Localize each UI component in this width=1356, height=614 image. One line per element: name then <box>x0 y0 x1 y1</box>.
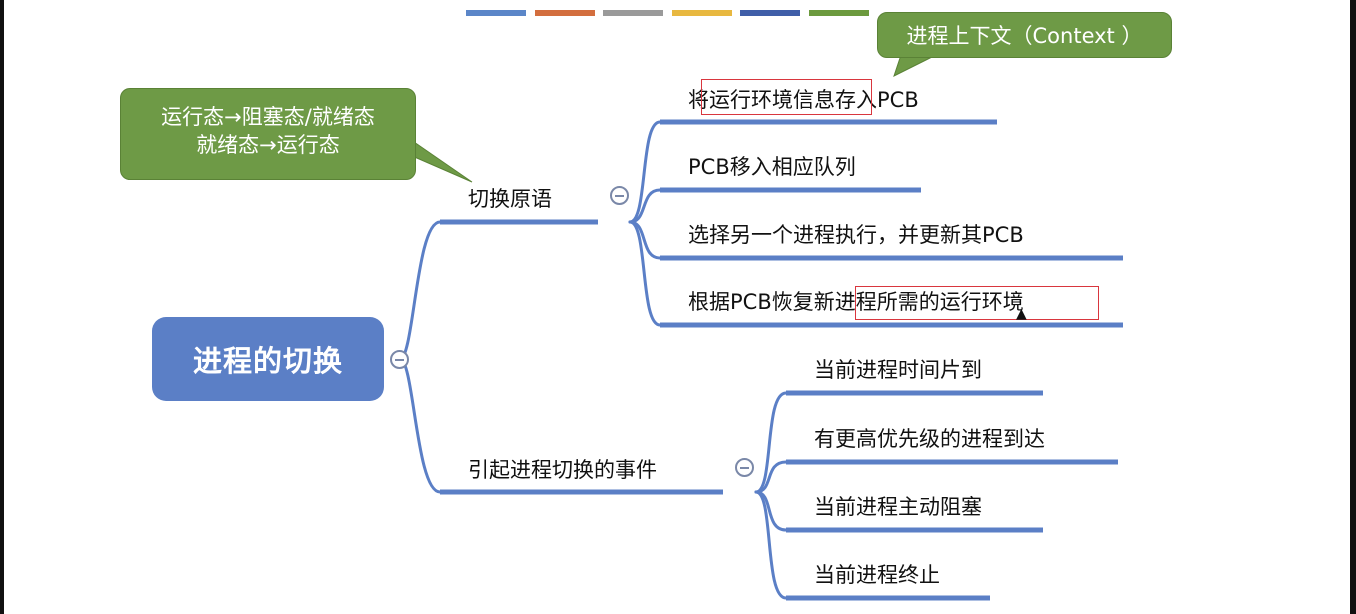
node-save-env[interactable]: 将运行环境信息存入PCB <box>688 88 919 112</box>
collapse-root-button[interactable] <box>390 350 409 369</box>
link-b1-c4 <box>628 220 662 327</box>
window-edge-right <box>1350 0 1356 614</box>
callout-states-line1: 运行态→阻塞态/就绪态 <box>161 105 375 129</box>
mouse-cursor-icon: ▲ <box>1016 306 1027 322</box>
window-edge-left <box>0 0 4 614</box>
link-b2-c1 <box>754 391 788 494</box>
collapse-branch1-button[interactable] <box>610 186 629 205</box>
link-b1-c1 <box>628 120 662 224</box>
callout-context[interactable]: 进程上下文（Context ） <box>877 12 1172 58</box>
node-terminate[interactable]: 当前进程终止 <box>814 563 940 587</box>
link-b1-c2 <box>628 188 662 224</box>
highlight-needed-env <box>855 286 1099 320</box>
link-root-branch2 <box>398 357 442 494</box>
highlight-runtime-env <box>701 79 872 115</box>
palette-swatch <box>808 10 869 16</box>
palette-swatch <box>466 10 526 16</box>
root-label: 进程的切换 <box>192 344 343 378</box>
collapse-branch2-button[interactable] <box>735 458 754 477</box>
palette-swatch <box>603 10 663 16</box>
link-root-branch1 <box>398 220 442 361</box>
link-b2-c2 <box>754 460 788 494</box>
branch-switch-events[interactable]: 引起进程切换的事件 <box>468 458 657 482</box>
callout-states-line2: 就绪态→运行态 <box>196 133 340 157</box>
node-select-process[interactable]: 选择另一个进程执行，并更新其PCB <box>688 223 1024 247</box>
palette-swatch <box>534 10 595 16</box>
node-time-slice[interactable]: 当前进程时间片到 <box>814 358 982 382</box>
palette-swatch <box>671 10 732 16</box>
node-active-block[interactable]: 当前进程主动阻塞 <box>814 495 982 519</box>
node-move-pcb[interactable]: PCB移入相应队列 <box>688 155 856 179</box>
callout-context-text: 进程上下文（Context ） <box>906 24 1143 48</box>
node-higher-priority[interactable]: 有更高优先级的进程到达 <box>814 427 1045 451</box>
palette-swatch <box>740 10 800 16</box>
branch-switch-primitive[interactable]: 切换原语 <box>468 187 552 211</box>
root-node[interactable]: 进程的切换 <box>152 317 384 401</box>
callout-state-transitions[interactable]: 运行态→阻塞态/就绪态 就绪态→运行态 <box>120 88 416 180</box>
link-b2-c4 <box>754 490 788 600</box>
